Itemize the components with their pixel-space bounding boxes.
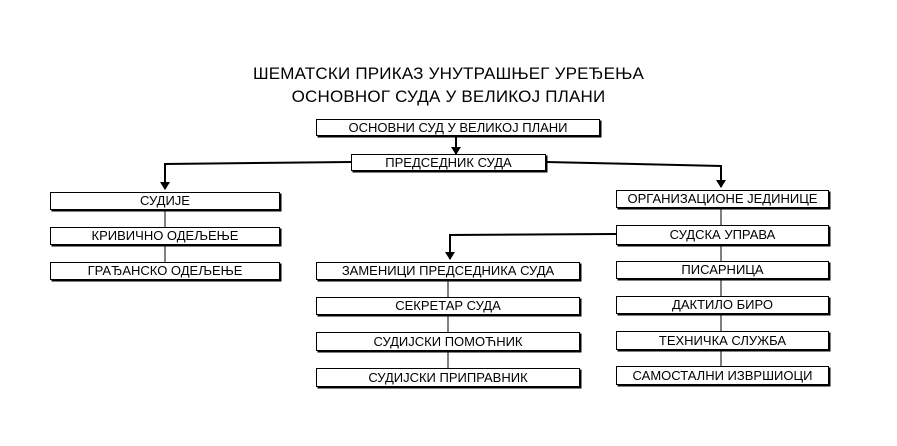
node-president: ПРЕДСЕДНИК СУДА xyxy=(351,154,546,171)
arrow-president-to-judges xyxy=(160,161,352,190)
node-judges: СУДИЈЕ xyxy=(50,192,280,210)
node-criminal-department: КРИВИЧНО ОДЕЉЕЊЕ xyxy=(50,227,280,245)
node-registry: ПИСАРНИЦА xyxy=(616,261,829,279)
node-typing-office: ДАКТИЛО БИРО xyxy=(616,296,829,314)
node-court-secretary: СЕКРЕТАР СУДА xyxy=(316,297,580,315)
diagram-title-line-2: ОСНОВНОГ СУДА У ВЕЛИКОЈ ПЛАНИ xyxy=(291,87,606,106)
node-judicial-trainee: СУДИЈСКИ ПРИПРАВНИК xyxy=(316,368,580,387)
node-technical-service: ТЕХНИЧКА СЛУЖБА xyxy=(616,331,829,350)
node-court: ОСНОВНИ СУД У ВЕЛИКОЈ ПЛАНИ xyxy=(316,119,600,136)
node-independent-bailiffs: САМОСТАЛНИ ИЗВРШИОЦИ xyxy=(616,366,829,385)
node-deputy-presidents: ЗАМЕНИЦИ ПРЕДСЕДНИКА СУДА xyxy=(316,262,580,280)
node-court-administration: СУДСКА УПРАВА xyxy=(616,225,829,245)
node-organizational-units: ОРГАНИЗАЦИОНЕ ЈЕДИНИЦЕ xyxy=(616,190,829,208)
node-judicial-assistant: СУДИЈСКИ ПОМОЋНИК xyxy=(316,332,580,351)
node-civil-department: ГРАЂАНСКО ОДЕЉЕЊЕ xyxy=(50,262,280,280)
arrow-admin-to-deputies xyxy=(445,233,617,260)
arrow-president-to-org-units xyxy=(545,161,726,188)
diagram-title-line-1: ШЕМАТСКИ ПРИКАЗ УНУТРАШЊЕГ УРЕЂЕЊА xyxy=(252,64,645,83)
